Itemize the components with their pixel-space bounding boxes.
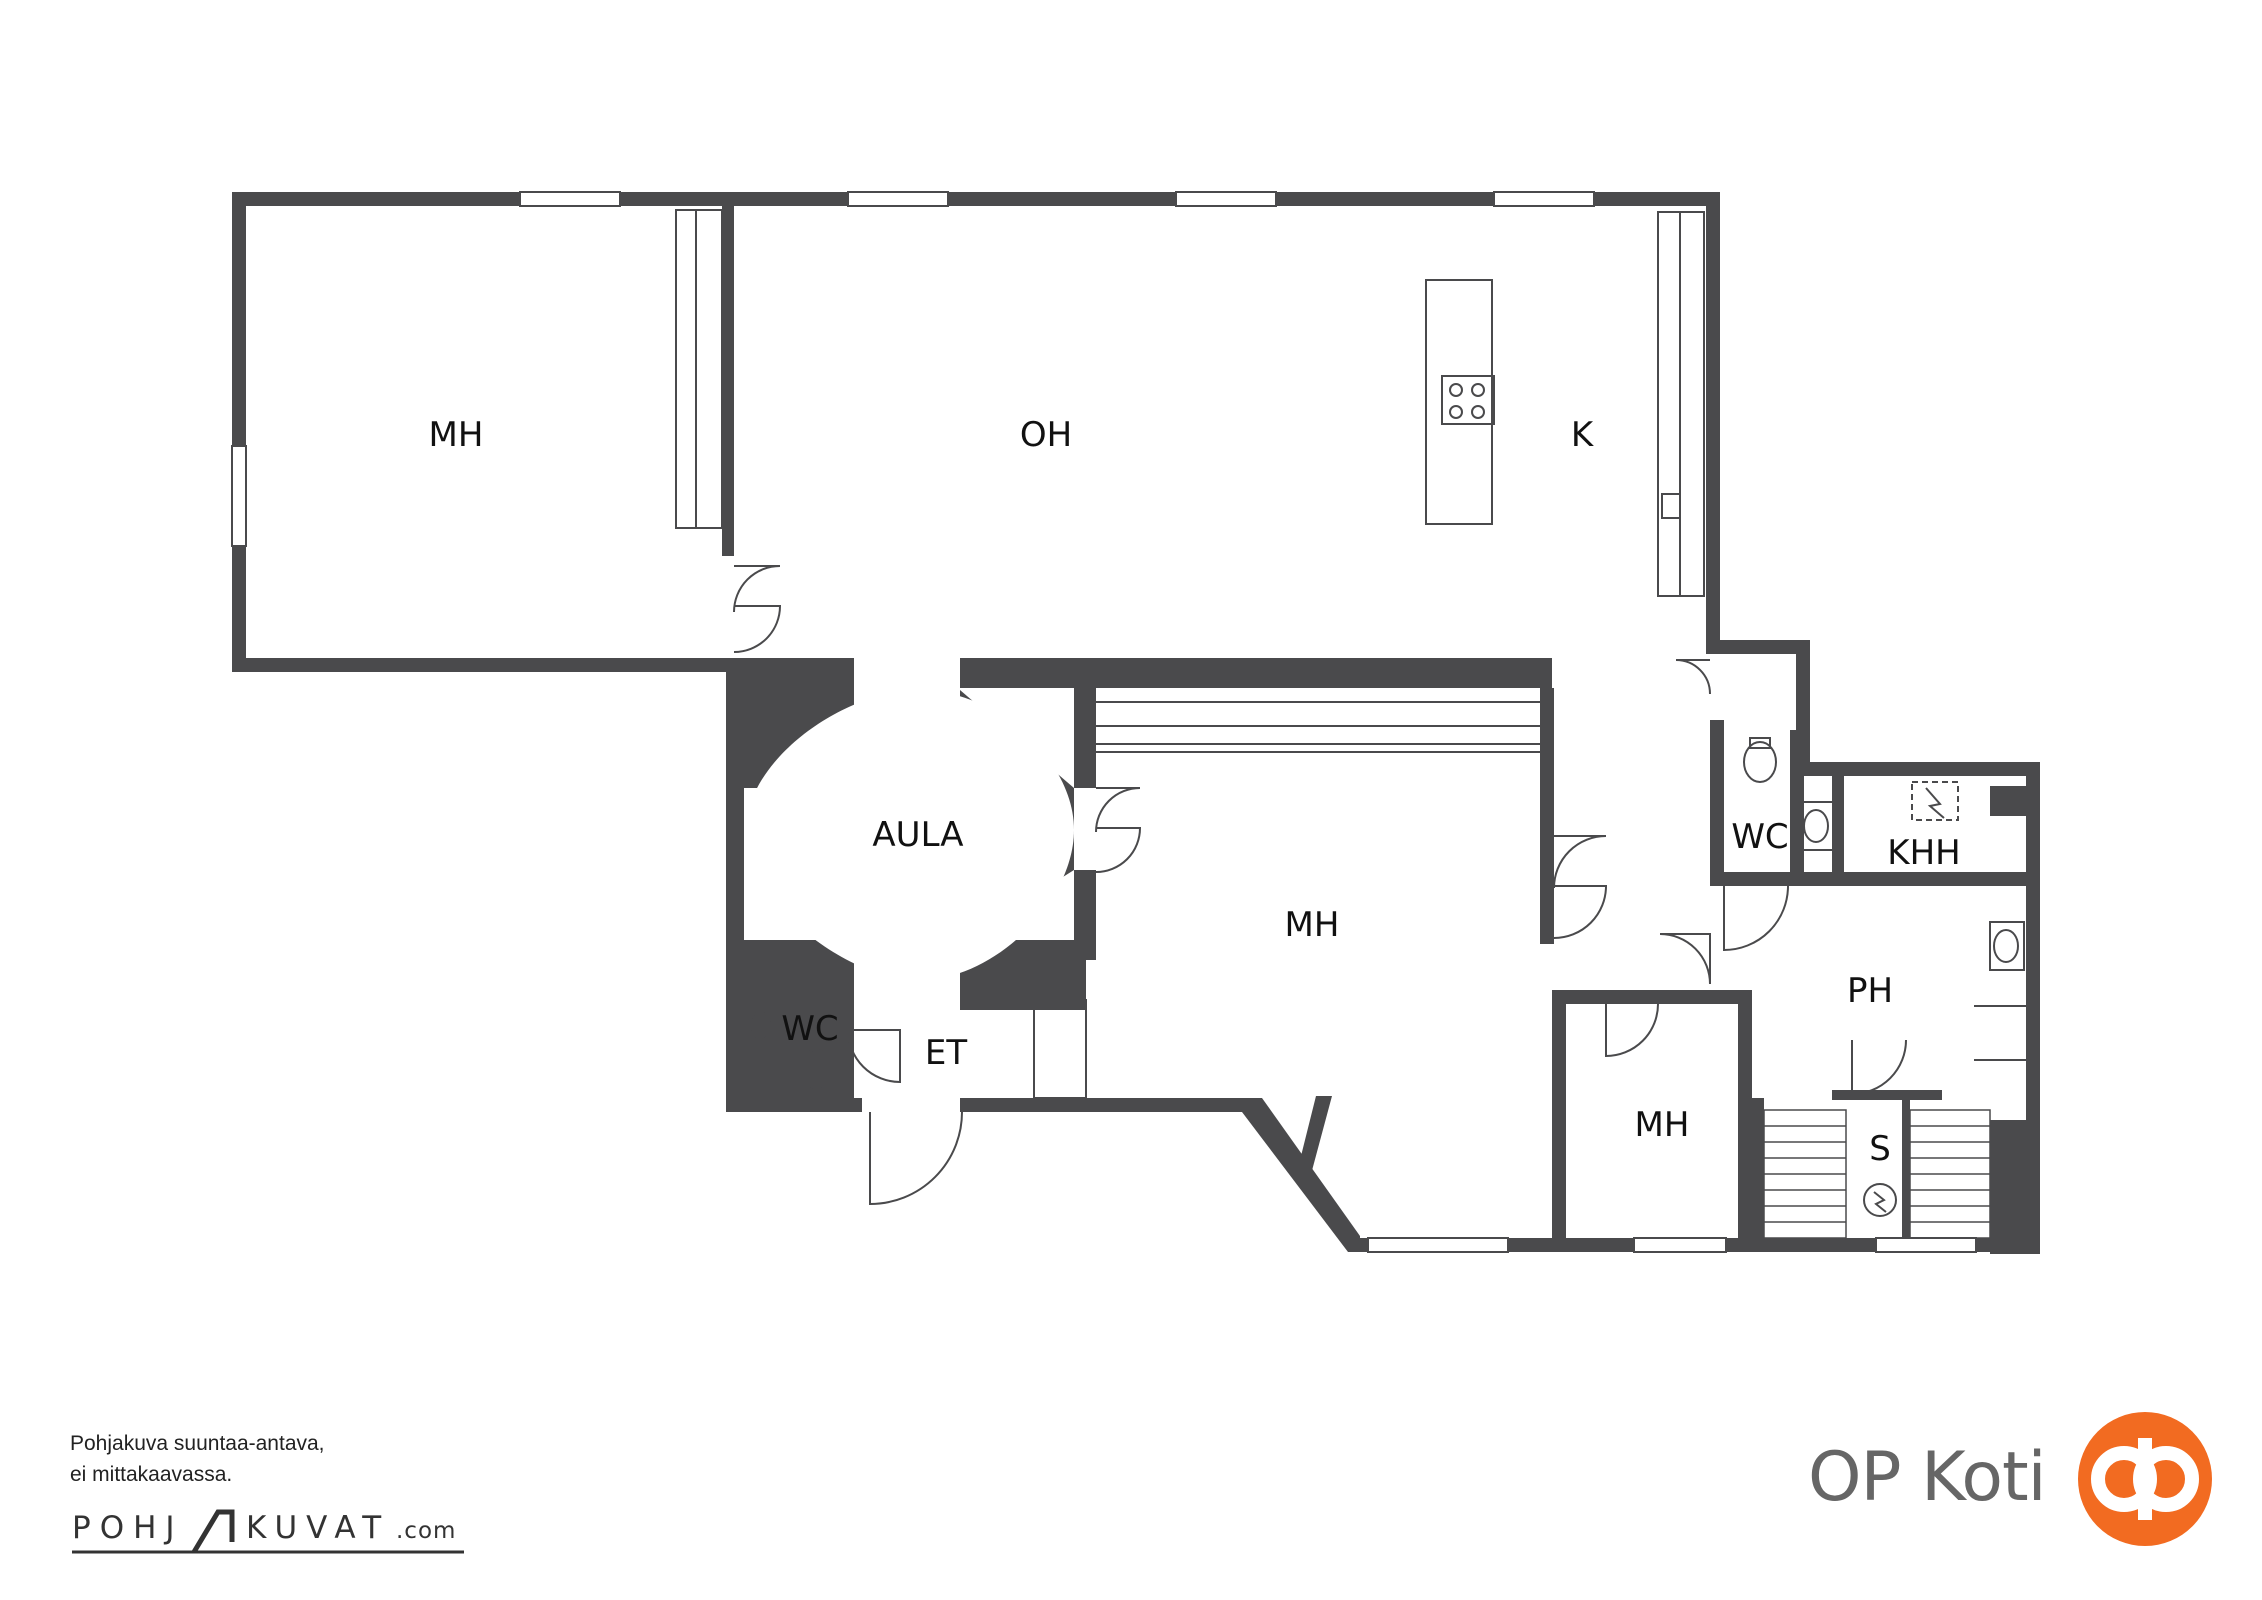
door-swing-icon — [1553, 885, 1608, 939]
door-swing-icon — [1095, 787, 1141, 833]
window-icon — [847, 191, 949, 207]
pohjakuvat-right-text: KUVAT — [246, 1510, 390, 1546]
door-swing-icon — [1675, 659, 1711, 695]
fixtures — [675, 209, 2026, 1239]
window-icon — [1633, 1237, 1727, 1253]
window-icon — [1493, 191, 1595, 207]
room-label-mh-left: MH — [429, 415, 484, 455]
doors — [733, 565, 1907, 1206]
door-swing-icon — [1723, 885, 1789, 952]
room-label-wc-right: WC — [1731, 817, 1788, 857]
door-swing-icon — [1095, 827, 1142, 873]
window-icon — [1367, 1237, 1509, 1253]
window-icon — [1175, 191, 1277, 207]
door-swing-icon — [733, 605, 782, 653]
room-label-wc-left: WC — [781, 1009, 838, 1049]
walls — [232, 192, 2040, 1254]
pohjakuvat-left-text: POHJ — [72, 1510, 184, 1546]
aula-shape — [746, 690, 1074, 980]
room-label-k: K — [1571, 415, 1595, 455]
pohjakuvat-logo: POHJ KUVAT .com — [72, 1509, 464, 1554]
pohjakuvat-a-mark-icon — [191, 1509, 235, 1554]
kitchen-island — [1425, 279, 1493, 525]
room-label-mh-center: MH — [1285, 905, 1340, 945]
disclaimer-line-2: ei mittakaavassa. — [70, 1463, 233, 1486]
door-swing-icon — [869, 1111, 963, 1206]
disclaimer-line-1: Pohjakuva suuntaa-antava, — [70, 1432, 325, 1455]
sink-icon — [745, 1005, 777, 1047]
window-icon — [231, 445, 247, 547]
room-label-aula: AULA — [872, 815, 963, 855]
room-label-s: S — [1869, 1129, 1891, 1169]
sink-icon — [1989, 921, 2025, 971]
room-label-oh: OH — [1020, 415, 1072, 455]
electric-panel-icon — [1911, 781, 1959, 821]
op-logo-icon — [2078, 1412, 2212, 1546]
room-label-et: ET — [925, 1033, 967, 1073]
room-labels: MH OH K AULA MH WC KHH PH WC ET MH S — [429, 415, 1961, 1169]
op-koti-wordmark: OP Koti — [1808, 1438, 2047, 1517]
door-swing-icon — [847, 1029, 901, 1084]
room-label-mh-small: MH — [1635, 1105, 1690, 1145]
sauna-bench — [1763, 1109, 1991, 1239]
door-swing-icon — [733, 565, 781, 613]
door-swing-icon — [1605, 1003, 1659, 1058]
door-swing-icon — [1553, 835, 1607, 889]
window-icon — [519, 191, 621, 207]
stove-icon — [1441, 375, 1495, 425]
door-swing-icon — [1851, 1039, 1907, 1096]
window-icon — [1875, 1237, 1977, 1253]
pohjakuvat-suffix-text: .com — [396, 1518, 456, 1544]
sauna-stove-icon — [1863, 1183, 1897, 1217]
toilet-icon — [1743, 741, 1777, 783]
room-label-ph: PH — [1847, 971, 1893, 1011]
door-swing-icon — [1659, 933, 1711, 985]
room-label-khh: KHH — [1887, 833, 1960, 873]
disclaimer: Pohjakuva suuntaa-antava, ei mittakaavas… — [70, 1428, 325, 1490]
sink-icon — [1799, 801, 1835, 851]
